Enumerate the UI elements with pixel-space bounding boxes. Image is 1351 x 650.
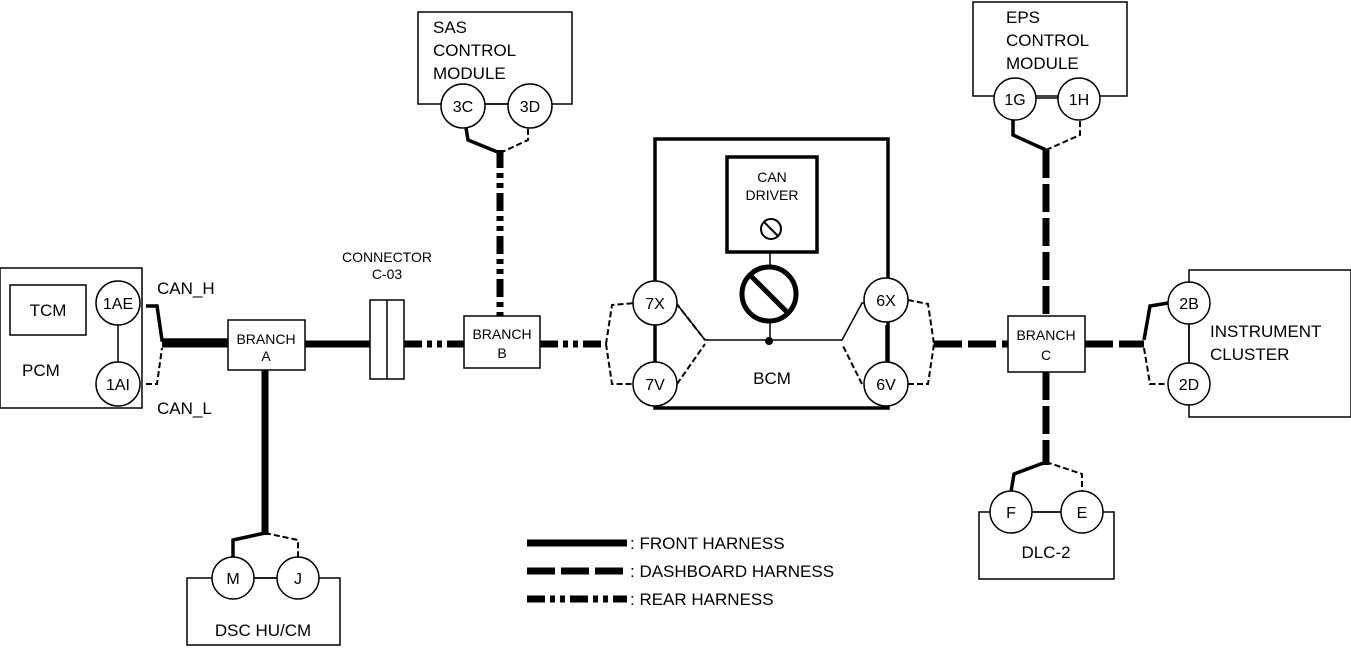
can-l-label: CAN_L [157, 399, 212, 418]
pin-1g-label: 1G [1004, 92, 1025, 109]
branch-a-line1: BRANCH [236, 331, 295, 347]
pin-f [989, 490, 1033, 534]
pin-7v-label: 7V [645, 377, 665, 394]
pin-2b-label: 2B [1179, 296, 1199, 313]
tcm-box [9, 284, 87, 336]
branch-b-line2: B [497, 345, 506, 361]
pin-7x-label: 7X [645, 296, 665, 313]
instrument-cluster: INSTRUMENT CLUSTER 2B 2D [1167, 269, 1351, 418]
pin-m [211, 556, 255, 600]
bcm-module: CAN DRIVER 7X 7V 6X 6V BCM [632, 137, 909, 410]
pin-1g [993, 77, 1037, 121]
pin-j-label: J [294, 571, 302, 588]
pin-6v-label: 6V [876, 377, 896, 394]
harness-pcm-branch-a [146, 304, 228, 385]
bcm-label: BCM [753, 369, 791, 388]
pin-6x-label: 6X [876, 293, 896, 310]
pin-6v [863, 361, 909, 407]
harness-branch-b-sas [463, 121, 529, 316]
pin-7v [632, 361, 678, 407]
tcm-label: TCM [30, 301, 67, 320]
branch-c: BRANCH C [1007, 315, 1086, 373]
branch-b-line1: BRANCH [472, 326, 531, 342]
pin-3d [507, 83, 553, 129]
pin-2d [1167, 362, 1211, 406]
dlc2-label: DLC-2 [1021, 543, 1070, 562]
harness-branch-a-dsc [231, 370, 299, 575]
pin-m-label: M [226, 571, 239, 588]
sas-line3: MODULE [433, 64, 506, 83]
legend-dashboard-label: : DASHBOARD HARNESS [630, 562, 834, 581]
pin-2d-label: 2D [1179, 377, 1199, 394]
branch-a-line2: A [261, 348, 271, 364]
pin-2b [1167, 281, 1211, 325]
connector-line1: CONNECTOR [342, 249, 432, 265]
can-h-label: CAN_H [157, 279, 215, 298]
harness-branch-c-eps [1011, 120, 1081, 316]
can-driver-line2: DRIVER [746, 187, 799, 203]
pin-j [276, 556, 320, 600]
pin-1ae-label: 1AE [103, 296, 133, 313]
legend-front-label: : FRONT HARNESS [630, 534, 785, 553]
pcm-module: TCM PCM 1AE 1AI [0, 267, 143, 409]
harness-branch-c-instrument [1085, 301, 1169, 385]
pin-e-label: E [1077, 505, 1088, 522]
pin-1h-label: 1H [1069, 92, 1089, 109]
connector-line2: C-03 [372, 266, 403, 282]
branch-c-line2: C [1041, 347, 1051, 363]
pin-e [1060, 490, 1104, 534]
can-driver-line1: CAN [757, 169, 787, 185]
dsc-label: DSC HU/CM [215, 621, 311, 640]
pin-3d-label: 3D [520, 99, 540, 116]
harness-branch-c-dlc2 [1009, 372, 1083, 493]
legend-rear-label: : REAR HARNESS [630, 590, 774, 609]
pin-1h [1057, 77, 1101, 121]
dsc-hu-cm-module: DSC HU/CM M J [186, 556, 341, 646]
legend: : FRONT HARNESS : DASHBOARD HARNESS : RE… [527, 534, 834, 609]
branch-a: BRANCH A [227, 319, 306, 371]
instrument-line2: CLUSTER [1210, 345, 1289, 364]
pin-6x [863, 277, 909, 323]
pin-7x [632, 280, 678, 326]
harness-bcm-branch-c [907, 299, 1008, 385]
sas-line1: SAS [433, 18, 467, 37]
eps-line2: CONTROL [1006, 31, 1089, 50]
eps-control-module: EPS CONTROL MODULE 1G 1H [972, 1, 1128, 121]
instrument-line1: INSTRUMENT [1210, 322, 1321, 341]
branch-b: BRANCH B [463, 315, 541, 369]
harness-branch-b-bcm [540, 302, 636, 385]
sas-control-module: SAS CONTROL MODULE 3C 3D [417, 11, 573, 129]
sas-line2: CONTROL [433, 41, 516, 60]
connector-c03: CONNECTOR C-03 [342, 249, 432, 380]
dlc2-module: DLC-2 F E [978, 490, 1115, 580]
pin-3c [440, 83, 486, 129]
pcm-label: PCM [22, 361, 60, 380]
pin-1ai-label: 1AI [106, 377, 130, 394]
pin-f-label: F [1006, 505, 1016, 522]
prohibited-large-icon [739, 264, 799, 324]
prohibited-small-icon [760, 218, 782, 240]
eps-line1: EPS [1006, 8, 1040, 27]
pin-3c-label: 3C [453, 99, 473, 116]
eps-line3: MODULE [1006, 54, 1079, 73]
branch-c-line1: BRANCH [1016, 327, 1075, 343]
